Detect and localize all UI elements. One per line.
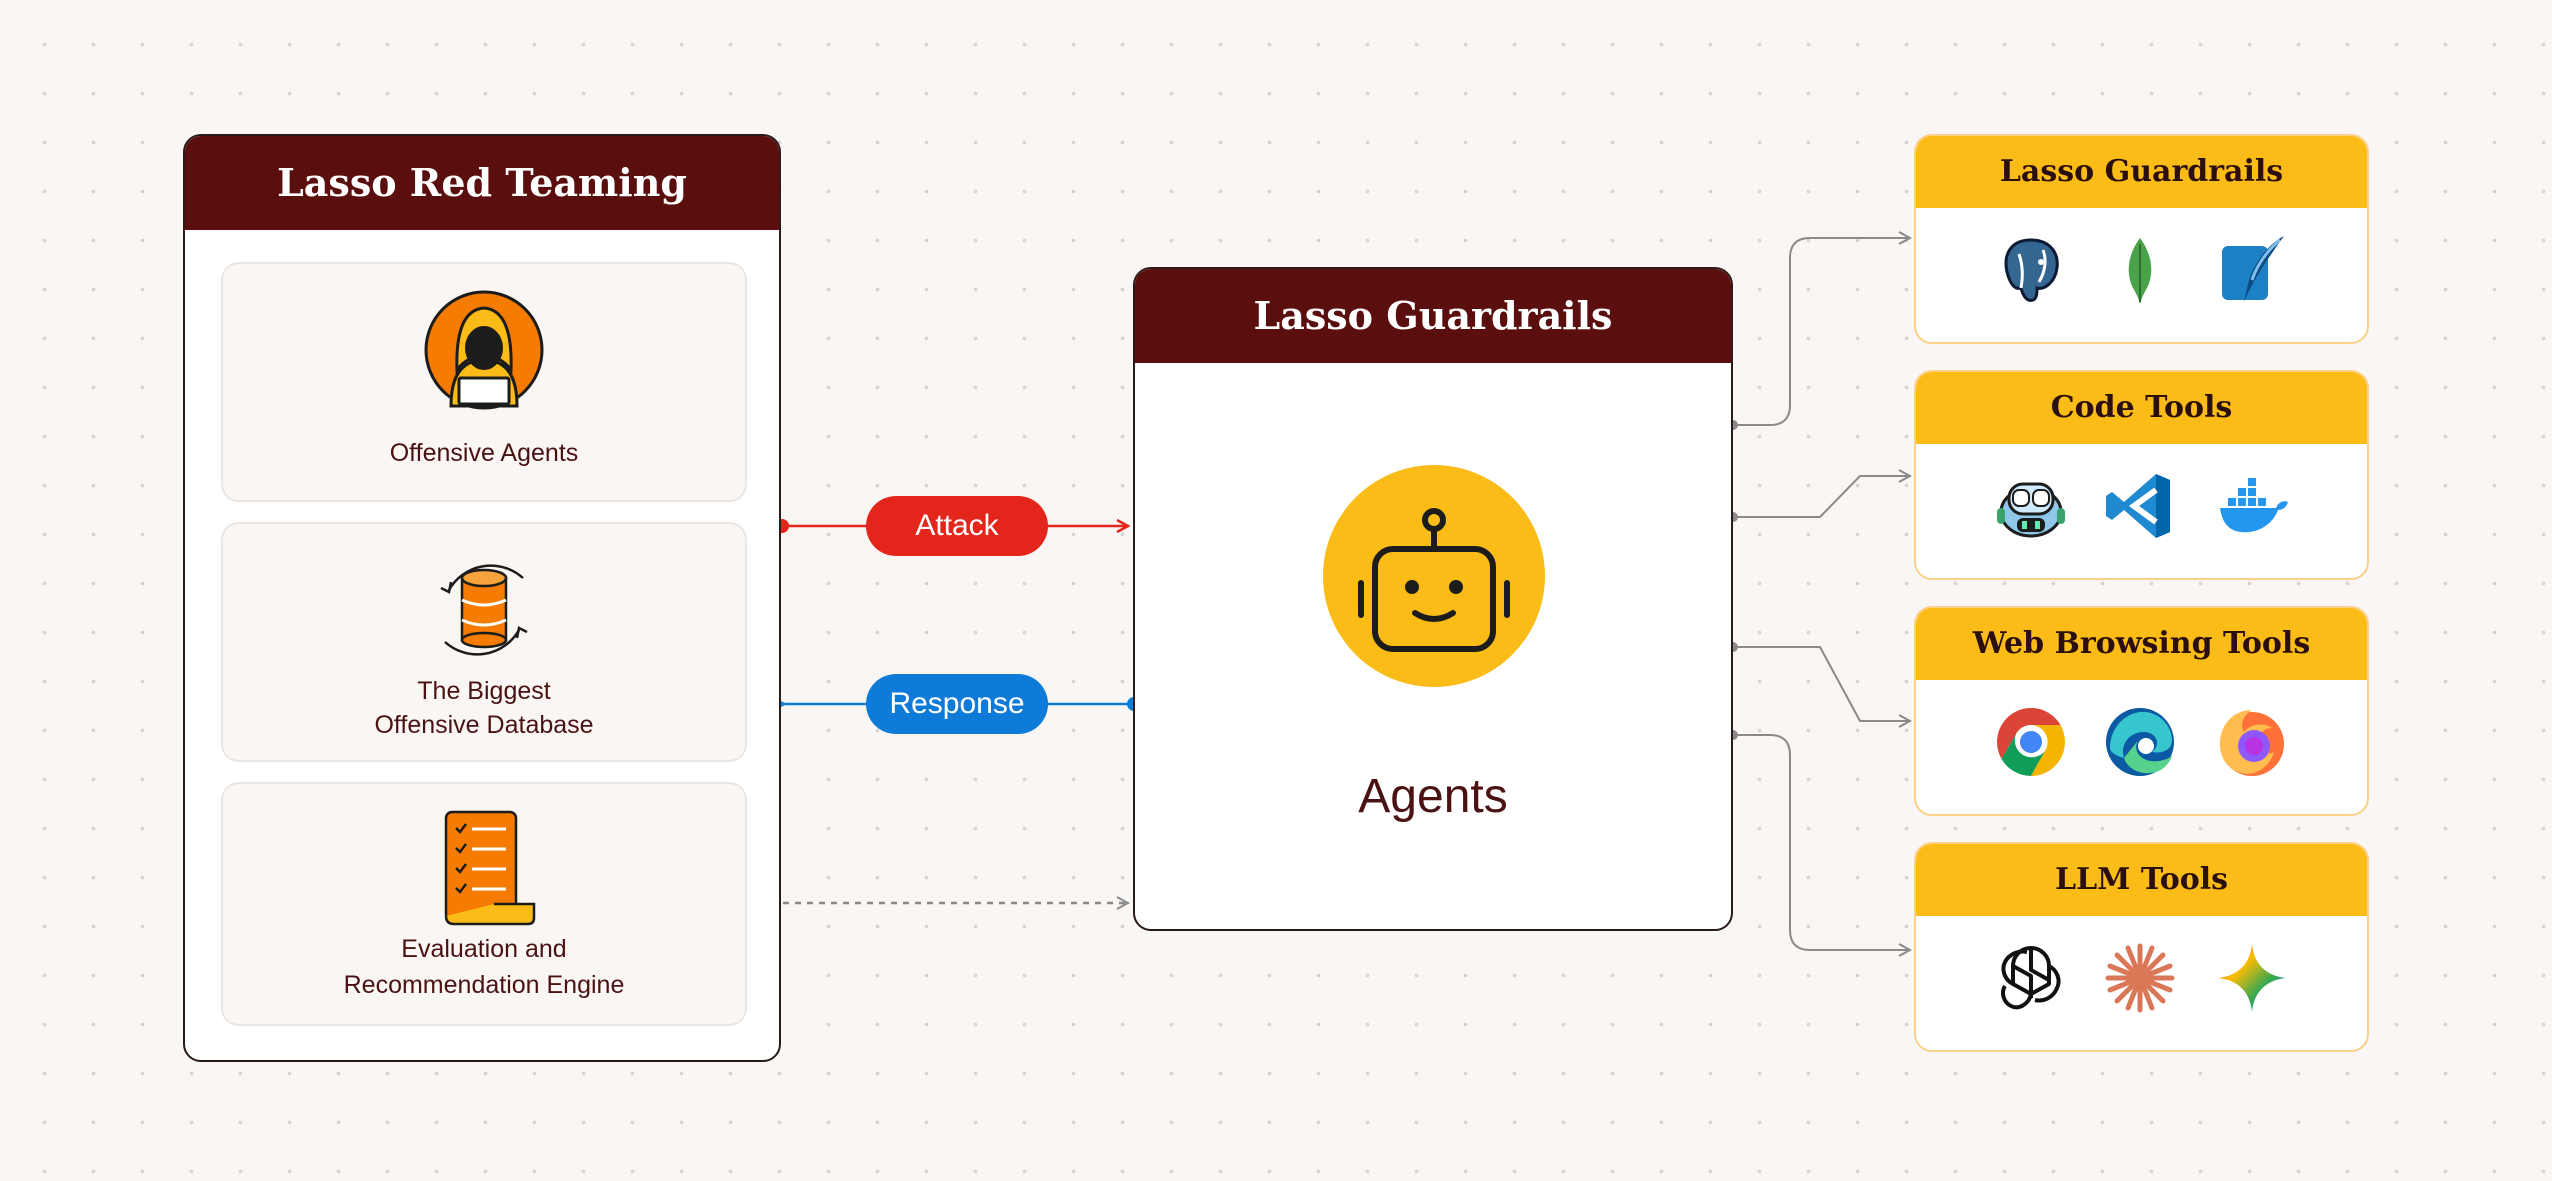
- tool-card-llm-tools[interactable]: LLM Tools: [1914, 842, 2369, 1052]
- attack-pill: Attack: [866, 496, 1048, 556]
- vscode-icon: [2106, 474, 2170, 538]
- evaluation-engine-card[interactable]: Evaluation and Recommendation Engine: [221, 782, 747, 1026]
- claude-icon: [2105, 943, 2175, 1013]
- guardrails-title: Lasso Guardrails: [1135, 269, 1731, 363]
- offensive-agents-label: Offensive Agents: [389, 439, 579, 467]
- database-label-line1: The Biggest: [417, 677, 551, 705]
- edge-icon: [2106, 708, 2174, 776]
- tool-card-web-browsing[interactable]: Web Browsing Tools: [1914, 606, 2369, 816]
- offensive-database-card[interactable]: The Biggest Offensive Database: [221, 522, 747, 762]
- hacker-icon: [424, 290, 544, 410]
- database-label-line2: Offensive Database: [374, 711, 594, 739]
- tool-card-title: Web Browsing Tools: [1916, 608, 2367, 680]
- copilot-icon: [1997, 482, 2065, 538]
- red-teaming-panel: Lasso Red Teaming Offensive Agents: [183, 134, 781, 1062]
- agents-label: Agents: [1358, 770, 1508, 823]
- tool-card-guardrails[interactable]: Lasso Guardrails: [1914, 134, 2369, 344]
- robot-badge: [1323, 465, 1545, 687]
- openai-icon: [2001, 946, 2061, 1010]
- red-teaming-title: Lasso Red Teaming: [185, 136, 779, 230]
- tool-card-title: Code Tools: [1916, 372, 2367, 444]
- tool-card-code-tools[interactable]: Code Tools: [1914, 370, 2369, 580]
- database-cycle-icon: [440, 564, 528, 656]
- tool-connectors: [1728, 238, 1910, 950]
- chrome-icon: [1997, 708, 2065, 776]
- checklist-scroll-icon: [444, 810, 536, 926]
- mongodb-icon: [2128, 238, 2152, 304]
- guardrails-agents-panel[interactable]: Lasso Guardrails Agents: [1133, 267, 1733, 931]
- offensive-agents-card[interactable]: Offensive Agents: [221, 262, 747, 502]
- evaluation-label-line2: Recommendation Engine: [343, 971, 625, 999]
- firefox-icon: [2220, 710, 2284, 776]
- postgresql-icon: [2004, 238, 2059, 302]
- gemini-icon: [2218, 944, 2286, 1012]
- tool-card-title: Lasso Guardrails: [1916, 136, 2367, 208]
- response-pill: Response: [866, 674, 1048, 734]
- sqlite-icon: [2222, 236, 2284, 302]
- docker-icon: [2220, 478, 2288, 533]
- evaluation-label-line1: Evaluation and: [401, 935, 567, 963]
- evaluation-connector: [740, 896, 1128, 910]
- tool-card-title: LLM Tools: [1916, 844, 2367, 916]
- robot-icon: [1358, 508, 1510, 652]
